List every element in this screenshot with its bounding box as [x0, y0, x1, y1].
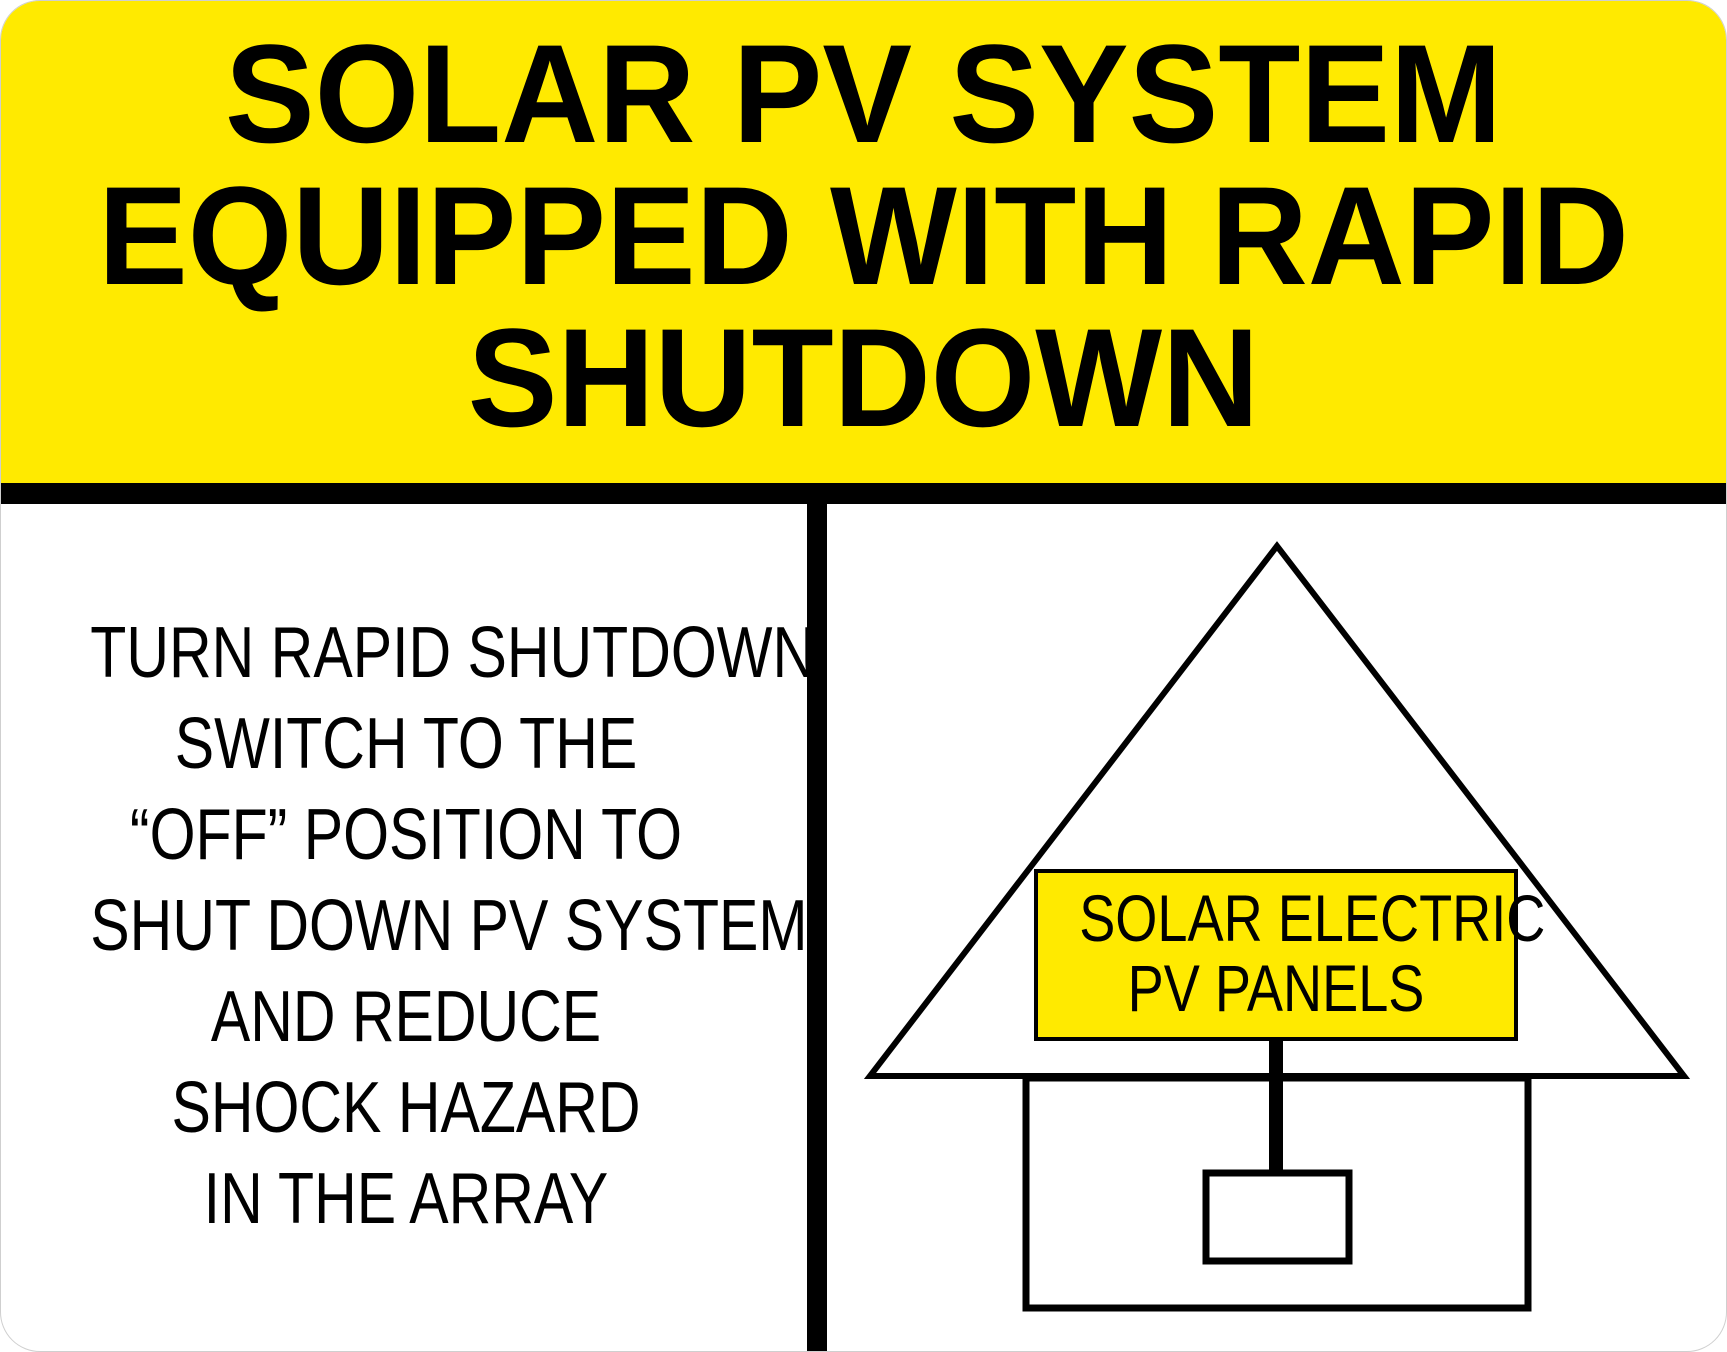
panel-label-line: PV PANELS	[1127, 951, 1425, 1025]
sign-title: SOLAR PV SYSTEM EQUIPPED WITH RAPID SHUT…	[36, 23, 1692, 449]
horizontal-divider	[1, 483, 1726, 504]
sign-header: SOLAR PV SYSTEM EQUIPPED WITH RAPID SHUT…	[1, 1, 1726, 483]
pv-panel-box	[1034, 869, 1518, 1041]
panel-label-line: SOLAR ELECTRIC	[1079, 881, 1546, 955]
shutdown-switch-box	[1202, 1169, 1353, 1265]
instruction-line: SWITCH TO THE	[174, 704, 638, 784]
instruction-line: “OFF” POSITION TO	[129, 795, 683, 875]
vertical-divider	[807, 483, 827, 1351]
conduit-line	[1269, 1039, 1283, 1174]
instruction-line: AND REDUCE	[210, 977, 602, 1057]
instruction-text: TURN RAPID SHUTDOWN SWITCH TO THE “OFF” …	[90, 608, 816, 1245]
title-line: SHUTDOWN	[467, 299, 1260, 456]
title-line: EQUIPPED WITH RAPID	[98, 157, 1629, 314]
pv-panel-label: SOLAR ELECTRIC PV PANELS	[1079, 871, 1546, 1039]
instruction-line: TURN RAPID SHUTDOWN	[90, 613, 816, 693]
title-line: SOLAR PV SYSTEM	[224, 15, 1503, 172]
instruction-line: SHOCK HAZARD	[171, 1068, 641, 1148]
instruction-line: SHUT DOWN PV SYSTEM	[90, 886, 808, 966]
instruction-line: IN THE ARRAY	[203, 1159, 609, 1239]
